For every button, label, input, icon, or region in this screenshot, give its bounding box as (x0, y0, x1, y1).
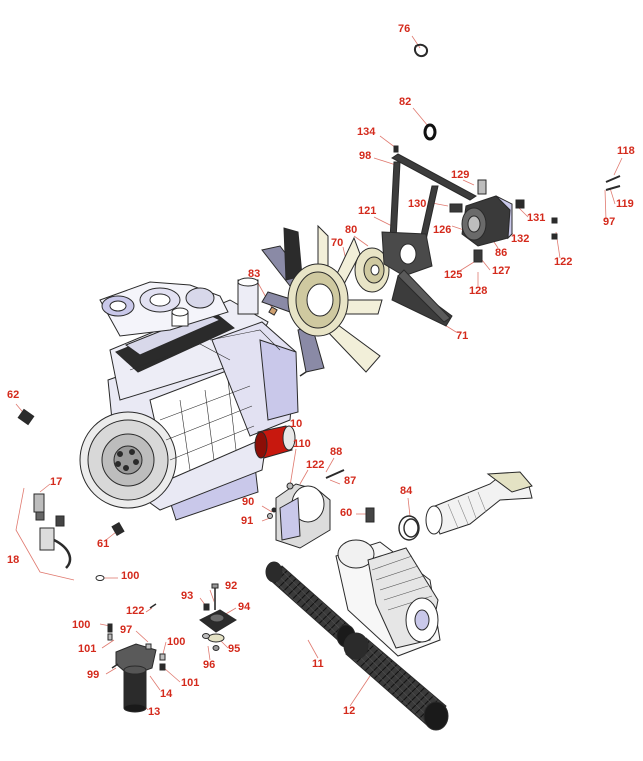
engine-mount (199, 583, 237, 651)
part-label-101-right: 101 (181, 677, 200, 689)
part-label-88: 88 (330, 446, 343, 458)
part-label-17: 17 (50, 476, 63, 488)
engine-block (79, 277, 299, 521)
part-label-132: 132 (511, 233, 530, 245)
part-label-98: 98 (359, 150, 372, 162)
small-fasteners (17, 43, 621, 609)
part-label-86: 86 (495, 247, 508, 259)
part-label-10: 10 (290, 418, 303, 430)
part-label-71: 71 (456, 330, 469, 342)
pump-mounting-bracket (381, 153, 477, 327)
part-label-125: 125 (444, 269, 463, 281)
part-label-126: 126 (433, 224, 452, 236)
air-cleaner-assembly (335, 539, 441, 657)
part-label-121: 121 (358, 205, 377, 217)
part-label-127: 127 (492, 265, 511, 277)
part-label-129: 129 (451, 169, 470, 181)
part-label-83: 83 (248, 268, 261, 280)
part-label-101-left: 101 (78, 643, 97, 655)
part-label-131: 131 (527, 212, 546, 224)
part-label-12: 12 (343, 705, 356, 717)
part-label-60: 60 (340, 507, 353, 519)
hydraulic-pump (449, 179, 525, 263)
part-label-62: 62 (7, 389, 20, 401)
part-label-95: 95 (228, 643, 241, 655)
part-label-14: 14 (160, 688, 173, 700)
part-label-13: 13 (148, 706, 161, 718)
fuel-pump-assembly (107, 623, 166, 713)
part-label-84: 84 (400, 485, 413, 497)
part-label-76: 76 (398, 23, 411, 35)
part-label-122-bottom: 122 (126, 605, 145, 617)
part-label-97-bottom: 97 (120, 624, 133, 636)
part-label-96: 96 (203, 659, 216, 671)
part-label-122-mid: 122 (306, 459, 325, 471)
part-label-134: 134 (357, 126, 376, 138)
air-cleaner-bracket (275, 483, 331, 549)
part-label-93: 93 (181, 590, 194, 602)
air-filter-element-12 (343, 632, 449, 731)
fuel-filter-assembly (33, 493, 72, 569)
part-label-92: 92 (225, 580, 238, 592)
part-label-100-left: 100 (72, 619, 91, 631)
hose-clamp (398, 515, 420, 541)
part-label-90: 90 (242, 496, 255, 508)
intake-duct (425, 471, 533, 535)
part-label-18: 18 (7, 554, 20, 566)
part-label-94: 94 (238, 601, 251, 613)
part-label-61: 61 (97, 538, 110, 550)
part-label-119: 119 (616, 198, 634, 210)
part-label-82: 82 (399, 96, 412, 108)
part-label-11: 11 (312, 658, 324, 670)
part-label-100-right: 100 (167, 636, 186, 648)
part-label-118: 118 (617, 145, 635, 157)
part-label-110: 110 (293, 438, 311, 450)
part-label-130: 130 (408, 198, 427, 210)
cooling-fan (261, 224, 383, 373)
part-label-80: 80 (345, 224, 358, 236)
part-label-122-right: 122 (554, 256, 573, 268)
part-label-128: 128 (469, 285, 488, 297)
part-label-99: 99 (87, 669, 100, 681)
part-label-91: 91 (241, 515, 254, 527)
part-label-70: 70 (331, 237, 344, 249)
part-label-87: 87 (344, 475, 357, 487)
fan-pulley-disk (354, 247, 390, 293)
part-label-97-top: 97 (603, 216, 616, 228)
part-label-100-top: 100 (121, 570, 140, 582)
oil-filter (254, 425, 296, 459)
